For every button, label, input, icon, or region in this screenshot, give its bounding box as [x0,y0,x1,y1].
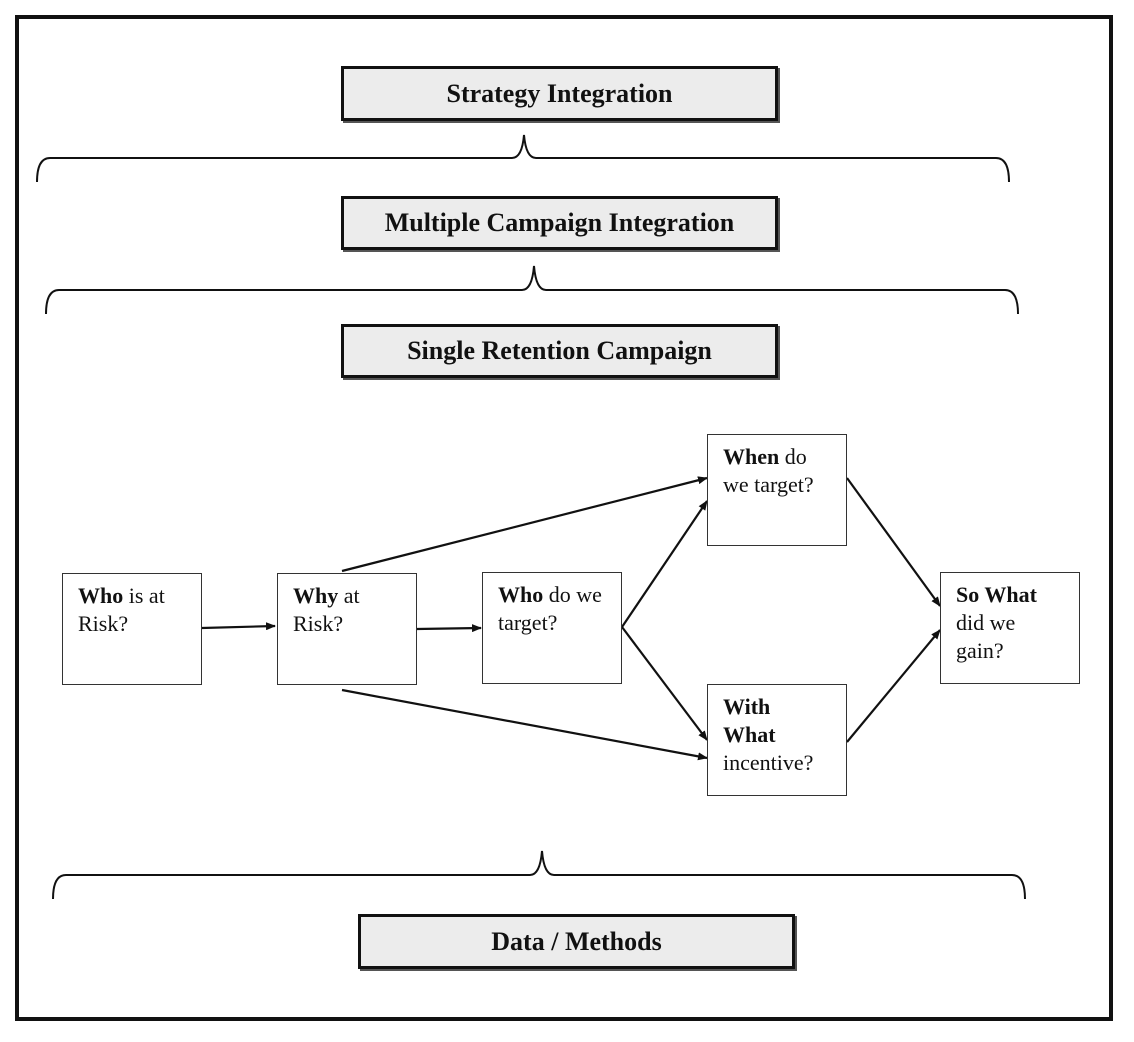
arrow-why-to-when [341,476,708,573]
arrow-why-to-with-what [341,688,708,761]
single-retention-campaign-box: Single Retention Campaign [341,324,778,378]
step-when-target-text: do we target? [723,444,814,497]
arrow-who-target-to-when [621,500,708,628]
multiple-campaign-integration-box: Multiple Campaign Integration [341,196,778,250]
step-with-what-text: incentive? [723,750,814,775]
brace-data-methods [52,850,1026,900]
arrow-who-target-to-with-what [621,626,708,741]
multiple-campaign-integration-label: Multiple Campaign Integration [384,208,735,237]
step-who-target-text: do we target? [498,582,602,635]
strategy-integration-box: Strategy Integration [341,66,778,121]
step-when-target-bold: When [723,444,780,469]
arrow-why-to-who-target [416,624,482,633]
step-when-target: When do we target? [707,434,847,546]
step-who-at-risk-bold: Who [78,583,124,608]
single-retention-campaign-label: Single Retention Campaign [407,336,712,365]
step-with-what-bold: With What [723,694,776,747]
step-who-target: Who do we target? [482,572,622,684]
step-who-at-risk: Who is at Risk? [62,573,202,685]
step-with-what: With What incentive? [707,684,847,796]
step-why-at-risk-text: at Risk? [293,583,360,636]
step-who-at-risk-text: is at Risk? [78,583,165,636]
step-so-what-bold: So What [956,582,1037,607]
step-who-target-bold: Who [498,582,544,607]
brace-multiple-campaign [45,265,1019,315]
step-so-what: So What did we gain? [940,572,1080,684]
strategy-integration-label: Strategy Integration [446,78,673,108]
step-so-what-text: did we gain? [956,610,1016,663]
data-methods-label: Data / Methods [491,926,662,956]
arrow-when-to-so-what [846,477,941,607]
step-why-at-risk: Why at Risk? [277,573,417,685]
data-methods-box: Data / Methods [358,914,795,969]
outer-frame [15,15,1113,1021]
brace-strategy [36,134,1010,183]
arrow-who-to-why [201,622,276,631]
step-why-at-risk-bold: Why [293,583,339,608]
arrow-with-what-to-so-what [846,629,941,743]
